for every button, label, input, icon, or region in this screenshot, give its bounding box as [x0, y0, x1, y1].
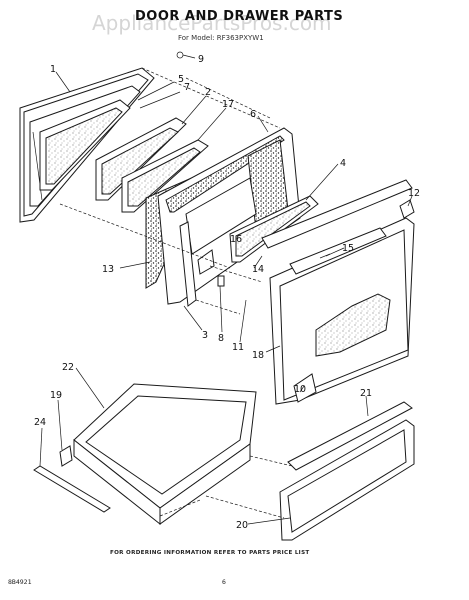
callout-21: 21	[360, 388, 372, 399]
callout-3: 3	[202, 330, 208, 341]
callout-8: 8	[218, 333, 224, 344]
callout-7: 7	[184, 82, 190, 93]
part-12-handle-end	[399, 199, 415, 219]
part-16-hinge	[197, 249, 225, 287]
callout-17: 17	[222, 99, 234, 110]
part-2-inner-glass	[95, 117, 187, 201]
callout-9: 9	[198, 54, 204, 65]
callout-5: 5	[178, 74, 184, 85]
watermark: AppliancePartsPros.com	[92, 11, 332, 35]
diagram-subtitle: For Model: RF363PXYW1	[178, 34, 264, 42]
callout-15: 15	[342, 243, 354, 254]
part-19-roller	[59, 445, 73, 467]
part-4-inner-glass	[229, 195, 319, 263]
callout-14: 14	[252, 264, 264, 275]
ordering-note: FOR ORDERING INFORMATION REFER TO PARTS …	[110, 550, 310, 556]
callout-19: 19	[50, 390, 62, 401]
callout-16: 16	[230, 234, 242, 245]
callout-2: 2	[205, 87, 211, 98]
part-9-screw	[176, 51, 196, 59]
callout-12: 12	[408, 188, 420, 199]
callout-10: 10	[294, 384, 306, 395]
part-20-drawer-front	[279, 419, 415, 541]
part-17-window-glass	[121, 139, 209, 213]
callout-11: 11	[232, 342, 244, 353]
part-22-drawer	[73, 383, 257, 526]
part-6-inner-door-panel	[157, 127, 301, 305]
diagram-title: DOOR AND DRAWER PARTS	[135, 9, 343, 24]
callout-4: 4	[340, 158, 346, 169]
part-21-drawer-trim	[287, 401, 413, 471]
part-24-rail	[33, 465, 111, 513]
callout-numbers: 1 2 3 4 5 6 7 8 9 10 11 12 13 14 15 16 1…	[34, 54, 420, 531]
part-10-hinge	[293, 373, 317, 403]
callout-13: 13	[102, 264, 114, 275]
document-number: 8B4921	[8, 578, 32, 586]
assembly-lines-door	[59, 67, 281, 315]
page-number: 6	[222, 578, 226, 586]
assembly-lines-drawer	[159, 455, 293, 519]
callout-leaders	[39, 71, 413, 525]
part-5-glass-frame	[39, 99, 131, 191]
callout-24: 24	[34, 417, 46, 428]
callout-20: 20	[236, 520, 248, 531]
callout-22: 22	[62, 362, 74, 373]
callout-1: 1	[50, 64, 56, 75]
callout-6: 6	[250, 109, 256, 120]
callout-18: 18	[252, 350, 264, 361]
